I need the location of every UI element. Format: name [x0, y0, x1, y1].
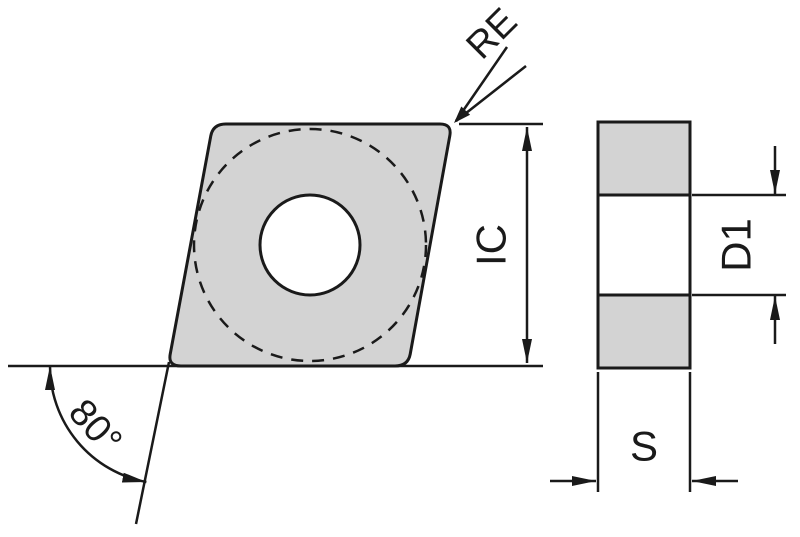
angle-label: 80° [60, 392, 130, 463]
side-view-outline [596, 120, 692, 370]
angle-arc [45, 365, 147, 484]
center-hole [258, 193, 362, 297]
hole-diameter-label: D1 [713, 218, 760, 272]
side-view-bottom-band [598, 295, 690, 368]
edge-extension-line [134, 361, 171, 525]
re-arrowhead-icon [454, 106, 471, 123]
side-view-top-band [598, 122, 690, 195]
re-leader-line [454, 46, 509, 122]
inscribed-circle-dashed [192, 127, 428, 363]
inscribed-circle-label: IC [468, 224, 515, 266]
corner-radius-label: RE [458, 0, 525, 67]
re-leader-line [455, 65, 527, 122]
thickness-label: S [630, 423, 658, 470]
